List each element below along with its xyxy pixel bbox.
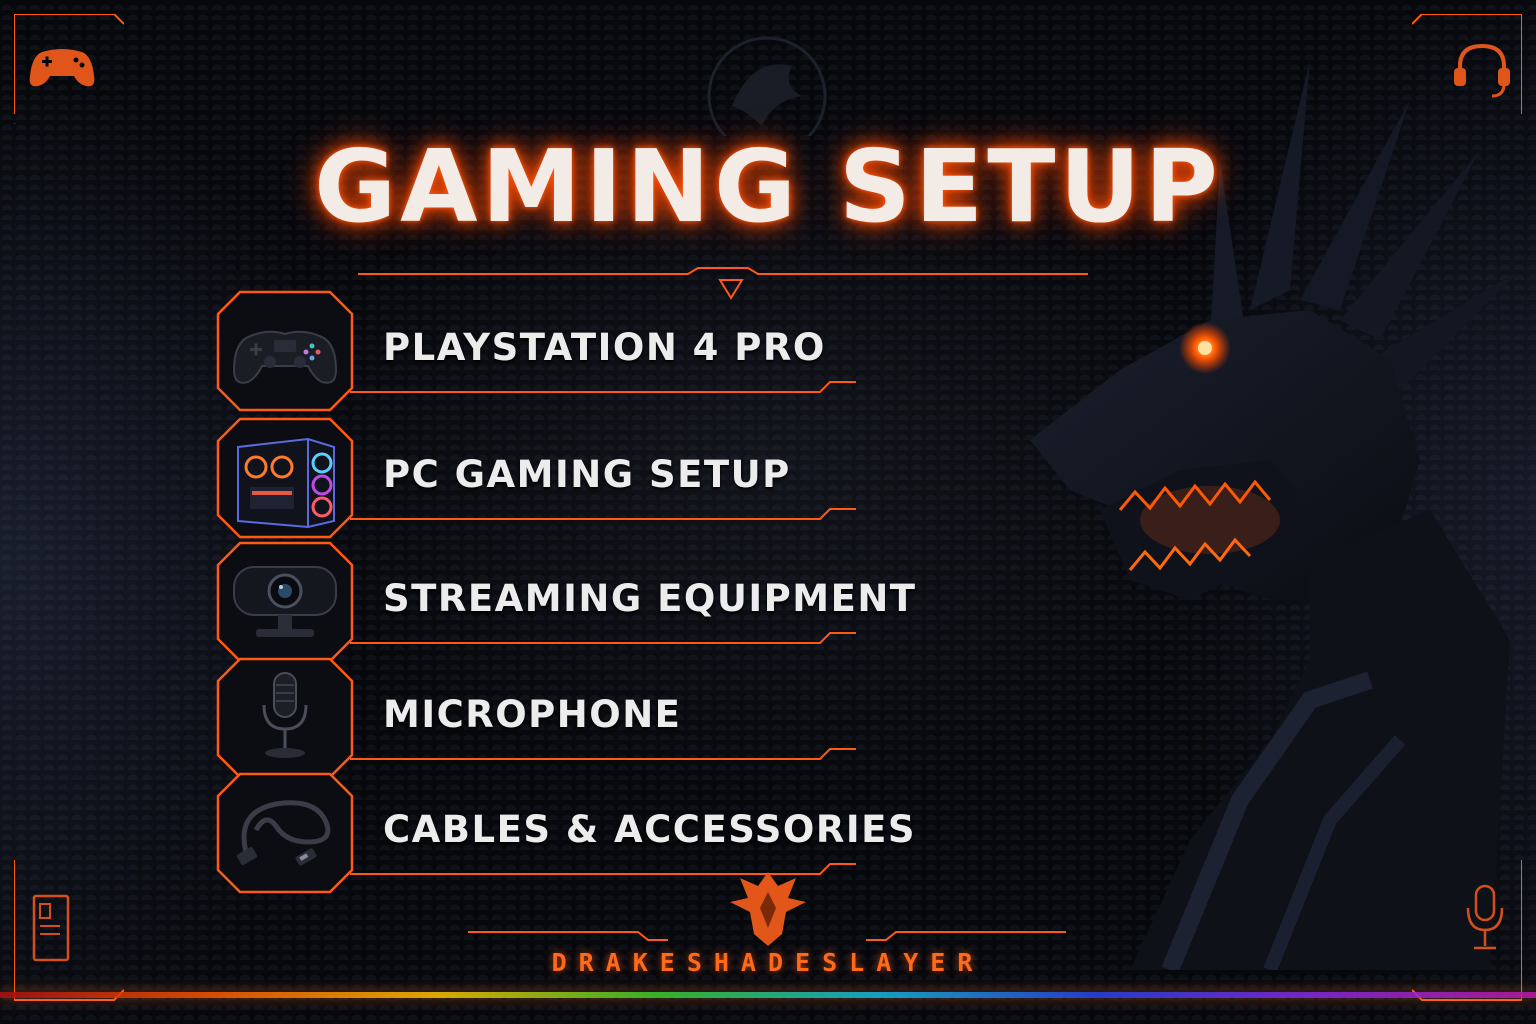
gamepad-icon [29,49,95,87]
gamepad-icon [232,330,338,384]
item-underline [350,508,856,520]
pc-case-icon [237,437,335,529]
pc-tower-icon [32,894,70,962]
brand-name: DRAKESHADESLAYER [551,948,985,977]
usb-cable-icon [236,800,331,866]
dragon-seal [707,36,827,136]
item-label: CABLES & ACCESSORIES [383,808,917,851]
item-label: PLAYSTATION 4 PRO [383,326,826,369]
microphone-icon [262,672,308,758]
dragon-emblem-logo [730,872,806,946]
dragon-illustration [1030,60,1520,970]
webcam-icon [233,566,337,637]
page-title: GAMING SETUP [314,128,1222,245]
list-item-streaming[interactable]: STREAMING EQUIPMENT [216,541,915,663]
list-item-playstation[interactable]: PLAYSTATION 4 PRO [216,290,856,412]
item-underline [350,381,856,393]
brand-rule-right [866,931,1066,941]
corner-bottom-left [13,860,125,1010]
item-icon-frame [216,657,354,779]
item-label: STREAMING EQUIPMENT [383,577,917,620]
list-item-pc-setup[interactable]: PC GAMING SETUP [216,417,856,539]
corner-bottom-right [1411,860,1523,1010]
corner-top-left [13,13,125,135]
microphone-icon [1466,884,1504,950]
list-item-microphone[interactable]: MICROPHONE [216,657,856,779]
headset-icon [1454,43,1510,98]
item-icon-frame [216,541,354,663]
item-icon-frame [216,417,354,539]
item-icon-frame [216,772,354,894]
item-underline [350,863,856,875]
list-item-cables[interactable]: CABLES & ACCESSORIES [216,772,915,894]
corner-top-right [1411,13,1523,124]
brand-rule-left [468,931,668,941]
item-underline [350,748,856,760]
item-label: MICROPHONE [383,693,682,736]
rgb-light-strip [0,992,1536,998]
item-underline [350,632,856,644]
item-icon-frame [216,290,354,412]
title-divider [358,267,1088,300]
item-label: PC GAMING SETUP [383,453,791,496]
